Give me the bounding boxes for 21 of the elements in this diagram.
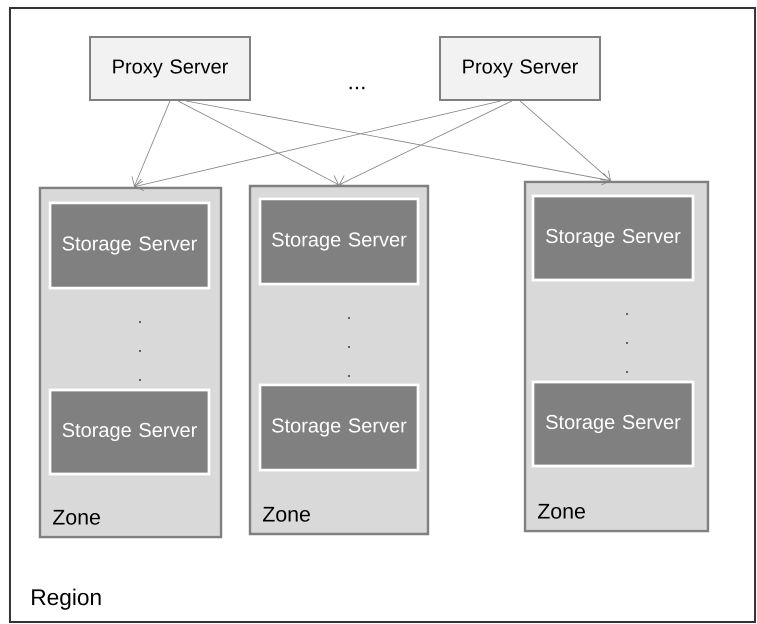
arrow [132,100,170,187]
arrow [339,100,512,187]
storage-server-box: Storage Server [258,384,420,472]
arrow [178,100,339,187]
proxy-server-box: Proxy Server [89,36,251,101]
storage-server-box: Storage Server [532,194,694,282]
arrow [186,100,611,186]
ellipsis: ... [350,86,364,90]
dot: . [626,313,628,315]
dot: . [348,317,350,319]
arrow [134,100,501,192]
storage-server-box: Storage Server [532,380,694,468]
storage-server-box: Storage Server [48,388,210,476]
arrow [520,100,611,181]
dot: . [348,346,350,348]
storage-server-box: Storage Server [48,202,210,290]
proxy-server-box: Proxy Server [439,36,601,101]
dot: . [626,342,628,344]
storage-server-box: Storage Server [258,198,420,286]
dot: . [139,350,141,352]
dot: . [139,321,141,323]
